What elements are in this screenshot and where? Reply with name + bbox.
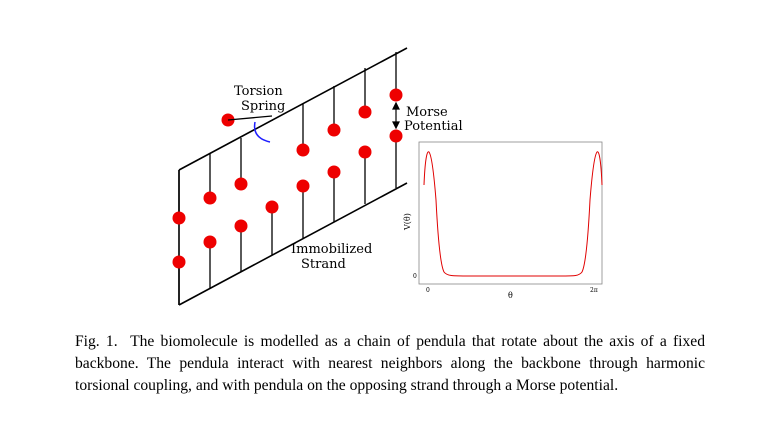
inset-frame [418,141,603,285]
potential-curve [423,151,603,277]
torsion-label-line2: Spring [241,99,285,114]
inset-y-tick-0: 0 [413,273,417,280]
inset-xlabel: θ [508,291,513,300]
inset-x-tick-2pi: 2π [590,287,598,294]
figure-caption: Fig. 1. The biomolecule is modelled as a… [75,331,705,397]
caption-text: The biomolecule is modelled as a chain o… [75,333,706,394]
strand-label-line2: Strand [301,257,346,272]
morse-label-line1: Morse [406,105,448,120]
inset-x-tick-0: 0 [426,287,430,294]
caption-prefix: Fig. 1. [75,333,118,350]
morse-arrow [392,101,400,130]
pendula [178,52,397,305]
torsion-label-line1: Torsion [234,84,283,99]
pendulum-beads [172,88,403,269]
figure-diagram: Torsion Spring Morse Potential Immobiliz… [172,47,603,306]
inset-ylabel: V(θ) [403,213,412,231]
backbone-frame [178,47,408,306]
morse-label-line2: Potential [404,119,463,134]
morse-potential-inset: V(θ) 0 0 θ 2π [403,141,603,300]
torsion-spring-arc [253,121,271,143]
strand-label-line1: Immobilized [291,242,372,257]
torsion-arm [227,115,273,121]
